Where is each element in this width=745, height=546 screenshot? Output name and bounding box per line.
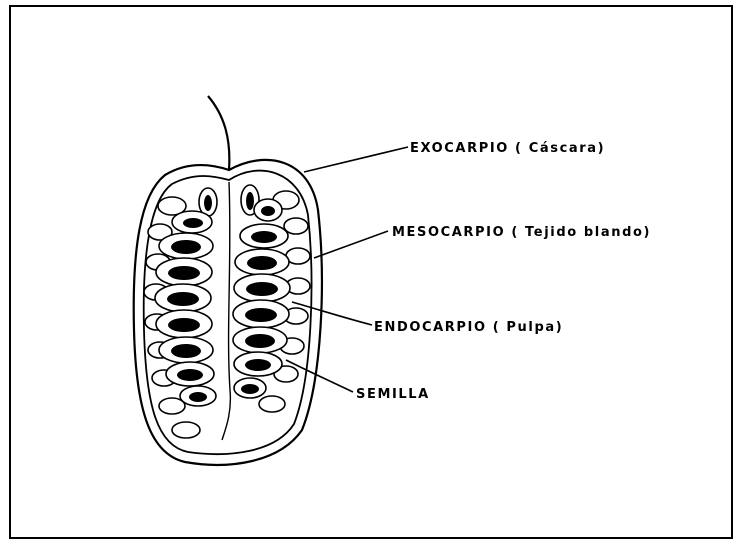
fruit-stem [208, 96, 229, 170]
mesocarp-label: MESOCARPIO ( Tejido blando) [392, 225, 651, 240]
mesocarp-leader-line [314, 231, 388, 258]
page-border [10, 6, 732, 538]
seed-label: SEMILLA [356, 387, 430, 402]
exocarp-leader-line [304, 147, 408, 172]
endocarp-label: ENDOCARPIO ( Pulpa) [374, 320, 563, 335]
exocarp-label: EXOCARPIO ( Cáscara) [410, 141, 605, 156]
